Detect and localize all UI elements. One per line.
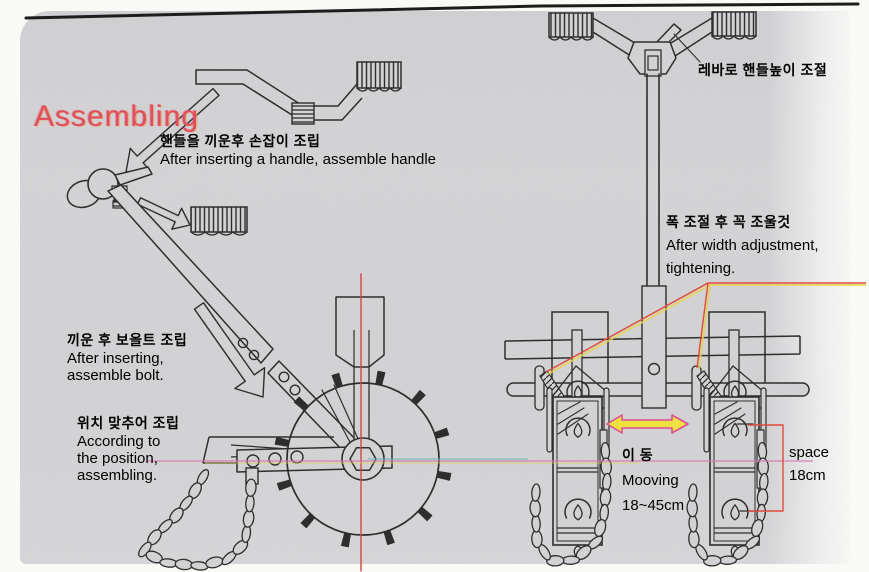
- note-position-assembly: 위치 맞추어 조립 According to the position, ass…: [77, 413, 179, 484]
- note-width-en-2: tightening.: [666, 260, 736, 277]
- note-move-en: Mooving: [622, 472, 679, 489]
- note-bolt-ko: 끼운 후 보올트 조립: [67, 332, 188, 348]
- note-lever-ko: 레바로 핸들높이 조절: [698, 62, 828, 78]
- note-width-ko: 폭 조절 후 꼭 조울것: [666, 214, 791, 230]
- note-bolt-assembly: 끼운 후 보올트 조립 After inserting, assemble bo…: [67, 330, 187, 384]
- note-moving-range: 이 동 Mooving 18~45cm: [622, 443, 684, 518]
- note-width-adjust: 폭 조절 후 꼭 조울것 After width adjustment, tig…: [666, 211, 819, 280]
- note-width-en-1: After width adjustment,: [666, 237, 819, 254]
- note-handle-en: After inserting a handle, assemble handl…: [160, 151, 437, 168]
- note-move-ko: 이 동: [622, 447, 654, 463]
- note-position-en-2: the position,: [77, 450, 158, 467]
- note-position-ko: 위치 맞추어 조립: [77, 415, 180, 431]
- note-lever: 레바로 핸들높이 조절: [698, 60, 827, 80]
- paper-grain: [20, 11, 851, 564]
- note-position-en-1: According to: [77, 433, 161, 450]
- note-space-value: 18cm: [789, 467, 826, 484]
- note-position-en-3: assembling.: [77, 467, 158, 484]
- note-bolt-en-2: assemble bolt.: [67, 367, 164, 384]
- note-move-range: 18~45cm: [622, 497, 685, 514]
- page-title: Assembling: [34, 100, 200, 133]
- note-row-space: space 18cm: [789, 441, 829, 487]
- note-handle-ko: 핸들을 끼운후 손잡이 조립: [160, 133, 321, 149]
- note-handle-assembly: 핸들을 끼운후 손잡이 조립 After inserting a handle,…: [160, 131, 436, 168]
- note-space-label: space: [789, 444, 830, 461]
- note-bolt-en-1: After inserting,: [67, 350, 164, 367]
